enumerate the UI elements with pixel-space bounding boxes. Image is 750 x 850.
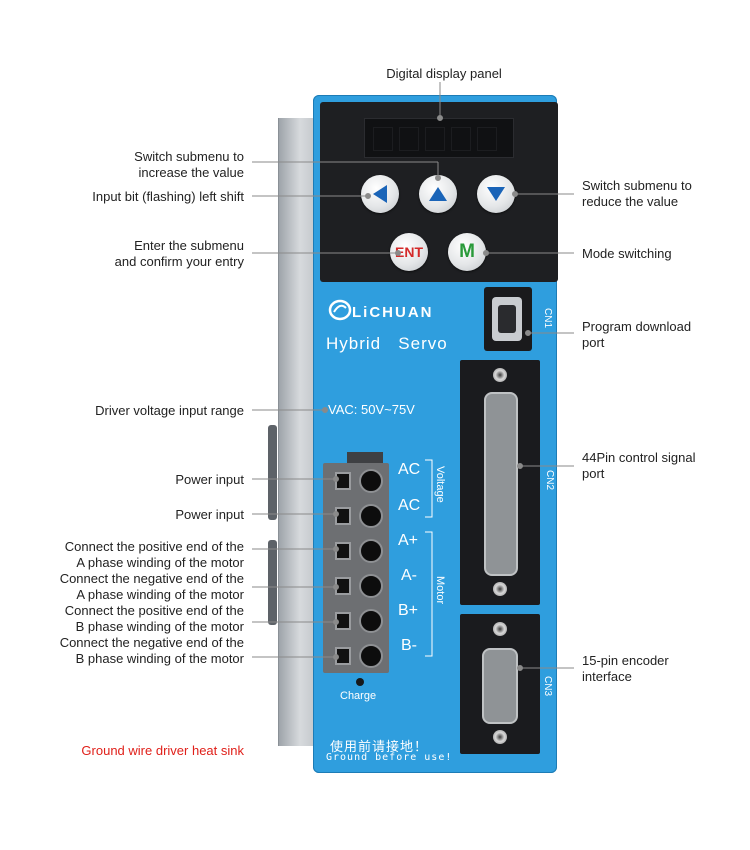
- triangle-up-icon: [429, 187, 447, 201]
- db15-socket: [482, 648, 518, 724]
- cn2-port[interactable]: [460, 360, 540, 605]
- charge-label: Charge: [340, 690, 377, 702]
- motor-group-label: Motor: [434, 576, 446, 605]
- callout-left-shift: Input bit (flashing) left shift: [92, 189, 244, 204]
- triangle-left-icon: [373, 185, 387, 203]
- down-button[interactable]: [477, 175, 515, 213]
- charge-led: [356, 678, 364, 686]
- brand-name: LiCHUAN: [352, 304, 434, 321]
- callout-power-2: Power input: [175, 507, 244, 522]
- terminal-block: [323, 463, 389, 673]
- terminal-label-a-pos: A+: [398, 532, 419, 549]
- mounting-clip-bottom: [268, 540, 277, 625]
- terminal-a-neg[interactable]: [323, 568, 389, 603]
- terminal-label-ac1: AC: [398, 461, 421, 478]
- callout-voltage-range: Driver voltage input range: [95, 403, 244, 418]
- terminal-clip: [347, 452, 383, 466]
- terminal-label-a-neg: A-: [401, 567, 417, 584]
- terminal-label-ac2: AC: [398, 497, 421, 514]
- terminal-ac2[interactable]: [323, 498, 389, 533]
- digital-display: [364, 118, 514, 158]
- triangle-down-icon: [487, 187, 505, 201]
- terminal-a-pos[interactable]: [323, 533, 389, 568]
- callout-display: Digital display panel: [386, 66, 502, 81]
- cn3-port[interactable]: [460, 614, 540, 754]
- voltage-range-label: VAC: 50V~75V: [328, 402, 415, 417]
- voltage-group-label: Voltage: [434, 466, 446, 503]
- callout-ground: Ground wire driver heat sink: [81, 743, 244, 758]
- callout-mode: Mode switching: [582, 246, 672, 261]
- usb-socket: [492, 297, 522, 341]
- ground-notice-en: Ground before use!: [326, 752, 453, 763]
- db44-socket: [484, 392, 518, 576]
- ent-button-label: ENT: [395, 244, 423, 260]
- terminal-label-b-neg: B-: [401, 637, 417, 654]
- mode-button[interactable]: M: [448, 233, 486, 271]
- terminal-label-b-pos: B+: [398, 602, 419, 619]
- terminal-ac1[interactable]: [323, 463, 389, 498]
- callout-power-1: Power input: [175, 472, 244, 487]
- mounting-clip-top: [268, 425, 277, 520]
- lichuan-logo-icon: [328, 299, 352, 321]
- ground-notice-cn: 使用前请接地！: [330, 739, 429, 754]
- product-name: Hybrid Servo: [326, 334, 448, 353]
- mode-button-label: M: [459, 241, 475, 262]
- cn1-port[interactable]: [484, 287, 532, 351]
- up-button[interactable]: [419, 175, 457, 213]
